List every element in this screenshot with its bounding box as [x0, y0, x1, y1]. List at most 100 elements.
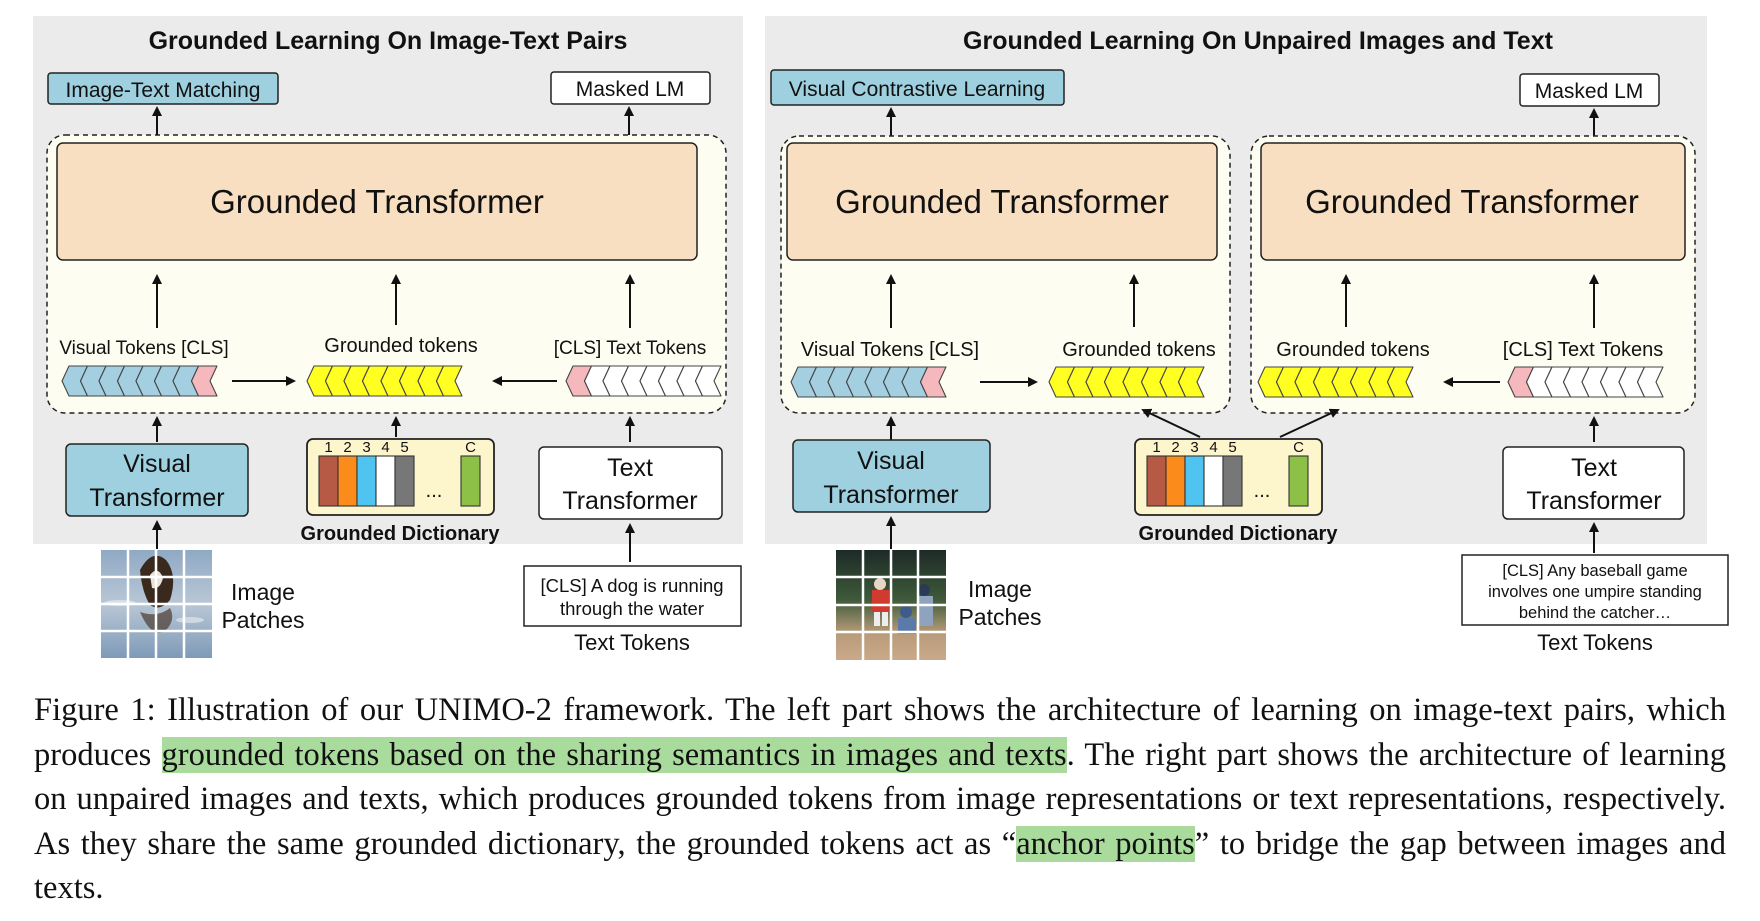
left-panel-title: Grounded Learning On Image-Text Pairs — [149, 27, 628, 55]
caption-highlight-grounded-tokens: grounded tokens based on the sharing sem… — [161, 736, 1067, 773]
arrow-dict-to-a — [1141, 408, 1201, 438]
grounded-token-strip-cell — [435, 365, 463, 397]
right-grounded-dictionary-label: Grounded Dictionary — [1139, 523, 1339, 545]
dictionary-entry — [1288, 455, 1309, 507]
right-grounded-tokens-label-a: Grounded tokens — [1062, 339, 1215, 361]
right-grounded-tokens-label-b: Grounded tokens — [1276, 339, 1429, 361]
dictionary-entry — [460, 455, 481, 507]
grounded-transformer-box-a — [786, 142, 1218, 261]
visual-contrastive-label: Visual Contrastive Learning — [789, 78, 1045, 101]
dictionary-entry — [356, 455, 377, 507]
visual-token-strip — [61, 365, 218, 397]
right-masked-lm-label: Masked LM — [1535, 80, 1644, 103]
text-transformer-line2: Transformer — [562, 487, 697, 515]
grounded-tokens-label: Grounded tokens — [324, 335, 477, 357]
masked-lm-box — [550, 71, 711, 105]
visual-transformer-box — [65, 443, 249, 517]
right-image-patches-line2: Patches — [958, 604, 1041, 630]
image-text-matching-box — [47, 72, 279, 105]
caption-suffix: ” to bridge the gap between images and t… — [34, 825, 1726, 907]
dictionary-entry — [1165, 455, 1186, 507]
image-patches-line2: Patches — [221, 607, 304, 633]
dictionary-ellipsis: ... — [426, 480, 443, 502]
grounded-transformer-label-b: Grounded Transformer — [1305, 183, 1639, 220]
masked-lm-label: Masked LM — [576, 78, 685, 101]
dictionary-entry — [375, 455, 396, 507]
figure-diagram: Grounded Learning On Image-Text Pairs Im… — [33, 16, 1729, 660]
dictionary-index: C — [465, 439, 476, 456]
right-visual-token-strip — [790, 366, 947, 398]
right-grounded-token-strip-a — [1048, 366, 1205, 398]
dictionary-index: 4 — [1209, 439, 1217, 456]
text-input-line2: through the water — [560, 598, 704, 619]
dictionary-entry — [318, 455, 339, 507]
right-visual-tokens-label: Visual Tokens [CLS] — [801, 339, 979, 361]
dictionary-index: 1 — [1152, 439, 1160, 456]
baseball-image-patches — [836, 550, 946, 660]
caption-highlight-anchor-points: anchor points — [1016, 825, 1195, 862]
right-panel: Grounded Learning On Unpaired Images and… — [765, 16, 1729, 660]
right-text-input-line3: behind the catcher… — [1519, 604, 1671, 622]
dictionary-entry — [1184, 455, 1205, 507]
grounded-transformer-label-a: Grounded Transformer — [835, 183, 1169, 220]
dictionary-index: 4 — [381, 439, 389, 456]
text-input-box — [523, 565, 742, 627]
image-patches-line1: Image — [231, 579, 295, 605]
dictionary-entry — [1146, 455, 1167, 507]
caption-middle: . The right part shows the architecture … — [34, 736, 1727, 862]
right-text-transformer-box — [1502, 446, 1685, 520]
grounded-token-strip — [306, 365, 463, 397]
dictionary-entry — [394, 455, 415, 507]
arrow-dict-to-b — [1279, 408, 1340, 438]
dictionary-ellipsis: ... — [1254, 480, 1271, 502]
text-token-strip — [565, 365, 722, 397]
right-text-tokens-label: [CLS] Text Tokens — [1503, 339, 1663, 361]
right-text-input-line2: involves one umpire standing — [1488, 583, 1702, 601]
right-text-transformer-line1: Text — [1571, 454, 1617, 482]
text-tokens-label: [CLS] Text Tokens — [554, 338, 706, 359]
right-image-patches-line1: Image — [968, 576, 1032, 602]
grounded-dictionary-label: Grounded Dictionary — [301, 523, 501, 545]
caption-prefix: Figure 1: Illustration of our UNIMO-2 fr… — [34, 692, 1726, 773]
dictionary-entry — [337, 455, 358, 507]
text-tokens-caption: Text Tokens — [574, 630, 690, 655]
grounded-transformer-label: Grounded Transformer — [210, 183, 544, 220]
text-transformer-box — [538, 446, 723, 520]
right-panel-title: Grounded Learning On Unpaired Images and… — [963, 27, 1554, 55]
right-visual-transformer-line1: Visual — [857, 447, 925, 475]
dictionary-index: 2 — [343, 439, 351, 456]
grounded-transformer-box — [56, 142, 698, 261]
left-panel: Grounded Learning On Image-Text Pairs Im… — [33, 16, 743, 658]
visual-transformer-line2: Transformer — [89, 484, 224, 512]
dictionary-index: 3 — [1190, 439, 1198, 456]
dictionary-entry — [1222, 455, 1243, 507]
right-text-token-strip-cell — [1636, 366, 1664, 398]
right-visual-token-strip-cell — [919, 366, 947, 398]
right-grounded-token-strip-b — [1257, 366, 1414, 398]
dictionary-entry — [1203, 455, 1224, 507]
right-visual-transformer-line2: Transformer — [823, 481, 958, 509]
dictionary-index: 5 — [1228, 439, 1236, 456]
text-input-line1: [CLS] A dog is running — [540, 575, 723, 596]
dictionary-index: 5 — [400, 439, 408, 456]
right-grounded-token-strip-b-cell — [1386, 366, 1414, 398]
dictionary-index: C — [1293, 439, 1304, 456]
visual-token-strip-cell — [190, 365, 218, 397]
text-transformer-line1: Text — [607, 454, 653, 482]
right-text-input-box — [1461, 554, 1729, 626]
right-text-token-strip — [1507, 366, 1664, 398]
image-text-matching-label: Image-Text Matching — [66, 79, 261, 102]
right-text-input-line1: [CLS] Any baseball game — [1502, 562, 1687, 580]
dictionary-index: 3 — [362, 439, 370, 456]
right-grounded-token-strip-a-cell — [1177, 366, 1205, 398]
visual-transformer-line1: Visual — [123, 450, 191, 478]
right-text-tokens-caption: Text Tokens — [1537, 630, 1653, 655]
dictionary-index: 1 — [324, 439, 332, 456]
visual-contrastive-box — [770, 69, 1065, 106]
figure-caption: Figure 1: Illustration of our UNIMO-2 fr… — [34, 688, 1726, 911]
dog-image-patches — [101, 550, 212, 658]
right-visual-transformer-box — [792, 439, 991, 513]
right-text-transformer-line2: Transformer — [1526, 487, 1661, 515]
